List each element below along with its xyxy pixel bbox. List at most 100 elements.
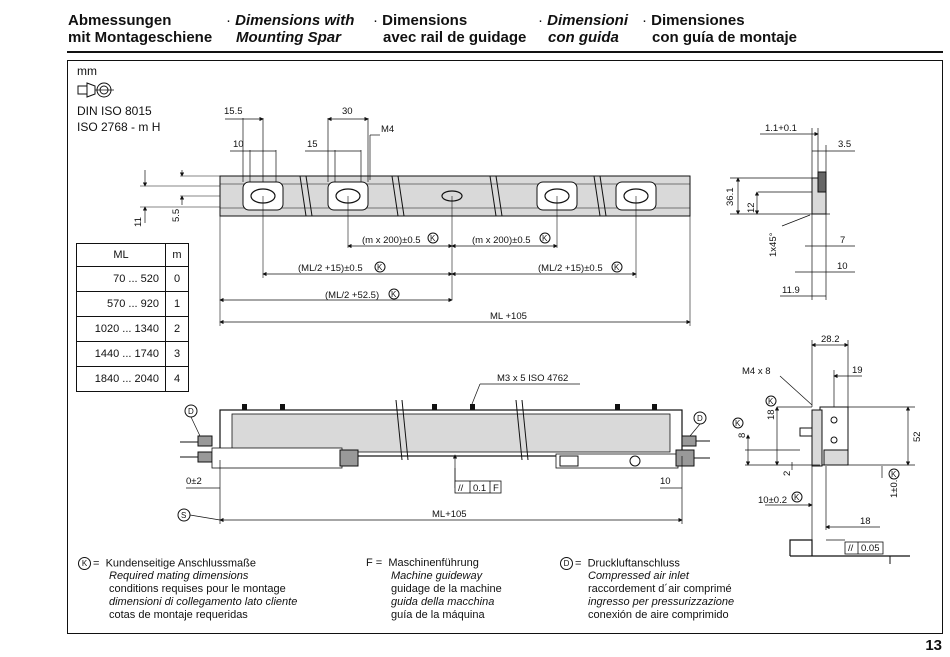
dim-mlhalf52: (ML/2 +52.5) [325, 290, 379, 301]
legend-k-line: conditions requises pour le montage [109, 583, 286, 596]
dim-1-0-3: 1±0.3 [889, 474, 900, 498]
header-de-line2: mit Montageschiene [68, 29, 213, 46]
dim-18k: 18 [766, 409, 777, 420]
header-fr-line1: Dimensions [382, 12, 468, 29]
circled-markers: K K K K K D D S K K K K [177, 232, 900, 522]
dim-19: 19 [852, 365, 863, 376]
dim-0-2: 0±2 [186, 476, 202, 487]
k-marker-letter: K [614, 263, 620, 272]
header-fr: · Dimensions avec rail de guidage [373, 12, 526, 46]
legend-d: D= Druckluftanschluss Compressed air inl… [560, 557, 734, 622]
header-de-line1: Abmessungen [68, 12, 172, 29]
k-marker-letter: K [891, 470, 897, 479]
dim-12: 12 [746, 202, 757, 213]
header-it: · Dimensioni con guida [538, 12, 628, 46]
dim-8k: 8 [737, 433, 748, 438]
side-bottom-dimension-lines [745, 340, 915, 541]
standard-iso: ISO 2768 - m H [77, 120, 161, 134]
header-fr-line2: avec rail de guidage [383, 29, 527, 46]
header-es: · Dimensiones con guía de montaje [642, 12, 797, 46]
m-header: m [165, 243, 189, 267]
k-marker-letter: K [430, 234, 436, 243]
m-cell: 2 [165, 316, 189, 342]
legend-f-line: guida della macchina [391, 596, 495, 608]
m-cell: 0 [165, 266, 189, 292]
legend-eq: = [375, 557, 383, 569]
header-es-line2: con guía de montaje [652, 29, 798, 46]
dim-36-1: 36.1 [725, 188, 736, 207]
k-marker-letter: K [377, 263, 383, 272]
top-rail-view [140, 175, 691, 326]
header-bullet: · [538, 12, 543, 29]
legend-f-line: guía de la máquina [391, 609, 485, 621]
dim-3-5: 3.5 [838, 139, 851, 150]
tolerance-val-005: 0.05 [861, 543, 880, 554]
dim-30: 30 [342, 106, 353, 117]
dim-2: 2 [782, 471, 793, 476]
legend-k: K= Kundenseitige Anschlussmaße Required … [78, 557, 297, 622]
m-cell: 4 [165, 366, 189, 392]
header-en-line1: Dimensions with [235, 12, 355, 29]
top-side-profile [730, 128, 855, 300]
dim-15-5: 15.5 [224, 106, 243, 117]
ml-cell: 70 ... 520 [76, 266, 166, 292]
k-marker-letter: K [794, 493, 800, 502]
page-number: 13 [925, 637, 942, 654]
legend-eq: = [93, 557, 100, 570]
k-marker-icon: K [427, 232, 439, 244]
d-marker-icon: D [184, 404, 198, 418]
legend-k-line: Kundenseitige Anschlussmaße [105, 557, 256, 570]
legend-d-line: conexión de aire comprimido [588, 609, 729, 622]
dim-m4x8: M4 x 8 [742, 366, 771, 377]
legend-d-line: raccordement d´air comprimé [588, 583, 732, 596]
d-symbol-icon: D [560, 557, 573, 570]
ml-cell: 1020 ... 1340 [76, 316, 166, 342]
dim-ml105-bottom: ML+105 [432, 509, 467, 520]
header-de: Abmessungen mit Montageschiene [68, 12, 212, 46]
tolerance-sym-005: // [848, 543, 854, 554]
f-symbol: F [366, 557, 373, 569]
top-dimension-lines [142, 116, 691, 325]
ml-table-header: ML m [76, 243, 189, 267]
s-marker-letter: S [181, 511, 186, 520]
legend-f-line: guidage de la machine [391, 583, 502, 595]
k-marker-icon: K [388, 288, 400, 300]
legend-k-line: Required mating dimensions [109, 570, 249, 583]
dim-m200-left: (m x 200)±0.5 [362, 235, 421, 246]
s-marker-icon: S [177, 508, 191, 522]
dim-m3-screw: M3 x 5 ISO 4762 [497, 373, 568, 384]
tolerance-val-f: 0.1 [473, 483, 486, 494]
header-it-line2: con guida [548, 29, 619, 46]
dim-mlhalf15-right: (ML/2 +15)±0.5 [538, 263, 603, 274]
legend-k-line: cotas de montaje requeridas [109, 609, 248, 622]
tolerance-frame-f [454, 480, 502, 494]
dim-ml105-top: ML +105 [490, 311, 527, 322]
bottom-scale-view [180, 399, 710, 469]
tolerance-ref-f: F [493, 483, 499, 494]
legend-f: F = Maschinenführung Machine guideway gu… [366, 557, 502, 622]
legend-d-line: ingresso per pressurizzazione [588, 596, 735, 609]
d-marker-letter: D [188, 407, 194, 416]
dim-mlhalf15-left: (ML/2 +15)±0.5 [298, 263, 363, 274]
d-marker-icon: D [693, 411, 707, 425]
d-marker-letter: D [697, 414, 703, 423]
bottom-side-profile [789, 406, 910, 564]
dim-side-10: 10 [837, 261, 848, 272]
tolerance-sym-f: // [458, 483, 464, 494]
legend-eq: = [575, 557, 582, 570]
dim-15: 15 [307, 139, 318, 150]
k-marker-icon: K [374, 261, 386, 273]
tolerance-frame-005 [844, 541, 884, 555]
drawing-frame [67, 60, 943, 634]
dim-1x45: 1x45° [768, 232, 779, 257]
k-marker-letter: K [768, 397, 774, 406]
header-rule [67, 51, 943, 53]
dim-m4: M4 [381, 124, 394, 135]
k-marker-letter: K [735, 419, 741, 428]
bottom-dimension-lines [186, 383, 701, 524]
dim-m200-right: (m x 200)±0.5 [472, 235, 531, 246]
